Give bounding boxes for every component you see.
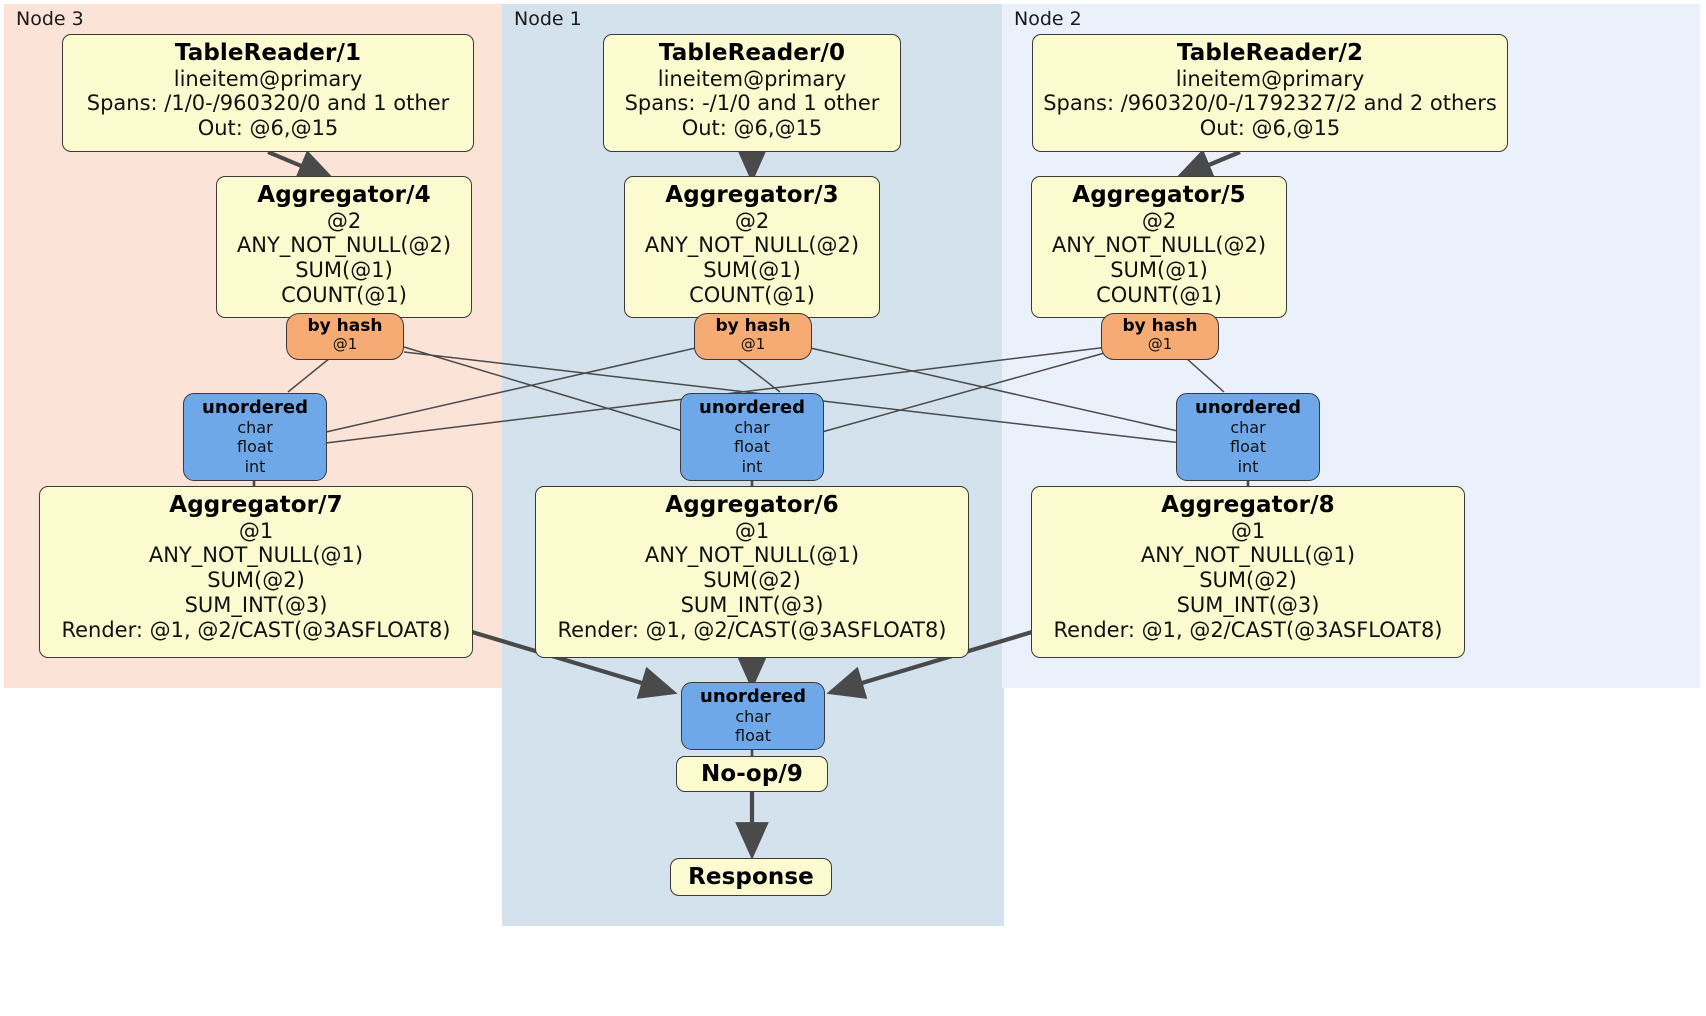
- processor-detail-line: SUM(@2): [207, 568, 305, 593]
- sync-type-line: char: [734, 418, 770, 438]
- processor-aggregator-4[interactable]: Aggregator/4 @2 ANY_NOT_NULL(@2) SUM(@1)…: [216, 176, 472, 318]
- processor-title: Aggregator/3: [665, 182, 839, 208]
- processor-tablereader-0[interactable]: TableReader/0 lineitem@primary Spans: -/…: [603, 34, 901, 152]
- sync-title: unordered: [700, 686, 806, 707]
- sync-type-line: char: [735, 707, 771, 727]
- sync-unordered-left[interactable]: unordered char float int: [183, 393, 327, 481]
- processor-aggregator-7[interactable]: Aggregator/7 @1 ANY_NOT_NULL(@1) SUM(@2)…: [39, 486, 473, 658]
- processor-title: Aggregator/5: [1072, 182, 1246, 208]
- processor-detail-line: ANY_NOT_NULL(@2): [1051, 233, 1267, 258]
- processor-detail-line: Spans: /960320/0-/1792327/2 and 2 others: [1043, 91, 1497, 116]
- processor-detail-line: SUM(@1): [1110, 258, 1208, 283]
- processor-detail-line: SUM_INT(@3): [680, 592, 824, 617]
- sync-type-line: char: [1230, 418, 1266, 438]
- sync-type-line: char: [237, 418, 273, 438]
- router-detail-line: @1: [740, 335, 766, 354]
- processor-detail-line: @1: [238, 518, 274, 543]
- sync-type-line: float: [734, 437, 770, 457]
- processor-title: TableReader/2: [1176, 40, 1364, 66]
- processor-detail-line: @1: [734, 518, 770, 543]
- sync-unordered-center[interactable]: unordered char float int: [680, 393, 824, 481]
- processor-detail-line: COUNT(@1): [1096, 282, 1222, 307]
- processor-detail-line: SUM(@2): [703, 568, 801, 593]
- processor-detail-line: ANY_NOT_NULL(@2): [644, 233, 860, 258]
- processor-render-line: Render: @1, @2/CAST(@3ASFLOAT8): [61, 617, 451, 642]
- sync-title: unordered: [699, 397, 805, 418]
- processor-title: Response: [688, 863, 814, 890]
- processor-title: TableReader/1: [174, 40, 362, 66]
- sync-unordered-final[interactable]: unordered char float: [681, 682, 825, 750]
- processor-title: Aggregator/6: [665, 492, 839, 518]
- sync-type-line: int: [1237, 456, 1259, 476]
- router-title: by hash: [1122, 316, 1198, 336]
- processor-tablereader-2[interactable]: TableReader/2 lineitem@primary Spans: /9…: [1032, 34, 1508, 152]
- processor-detail-line: SUM_INT(@3): [184, 592, 328, 617]
- processor-title: Aggregator/4: [257, 182, 431, 208]
- sync-title: unordered: [1195, 397, 1301, 418]
- sync-type-line: int: [741, 456, 763, 476]
- panel-node2-label: Node 2: [1014, 8, 1082, 30]
- processor-detail-line: SUM(@1): [295, 258, 393, 283]
- processor-detail-line: SUM_INT(@3): [1176, 592, 1320, 617]
- processor-detail-line: COUNT(@1): [689, 282, 815, 307]
- processor-detail-line: @1: [1230, 518, 1266, 543]
- processor-detail-line: lineitem@primary: [657, 66, 847, 91]
- processor-detail-line: Out: @6,@15: [197, 116, 339, 141]
- router-by-hash-right[interactable]: by hash @1: [1101, 313, 1219, 360]
- processor-detail-line: @2: [326, 208, 362, 233]
- processor-title: TableReader/0: [658, 40, 846, 66]
- processor-detail-line: ANY_NOT_NULL(@1): [148, 543, 364, 568]
- processor-detail-line: @2: [734, 208, 770, 233]
- sync-type-line: float: [735, 726, 771, 746]
- processor-detail-line: Out: @6,@15: [681, 116, 823, 141]
- router-title: by hash: [715, 316, 791, 336]
- router-by-hash-left[interactable]: by hash @1: [286, 313, 404, 360]
- sync-type-line: float: [1230, 437, 1266, 457]
- processor-aggregator-6[interactable]: Aggregator/6 @1 ANY_NOT_NULL(@1) SUM(@2)…: [535, 486, 969, 658]
- processor-render-line: Render: @1, @2/CAST(@3ASFLOAT8): [1053, 617, 1443, 642]
- processor-detail-line: lineitem@primary: [173, 66, 363, 91]
- processor-noop-9[interactable]: No-op/9: [676, 756, 828, 792]
- processor-aggregator-8[interactable]: Aggregator/8 @1 ANY_NOT_NULL(@1) SUM(@2)…: [1031, 486, 1465, 658]
- processor-title: No-op/9: [701, 760, 803, 787]
- processor-detail-line: SUM(@1): [703, 258, 801, 283]
- processor-aggregator-5[interactable]: Aggregator/5 @2 ANY_NOT_NULL(@2) SUM(@1)…: [1031, 176, 1287, 318]
- sync-unordered-right[interactable]: unordered char float int: [1176, 393, 1320, 481]
- processor-detail-line: lineitem@primary: [1175, 66, 1365, 91]
- processor-detail-line: ANY_NOT_NULL(@2): [236, 233, 452, 258]
- processor-detail-line: ANY_NOT_NULL(@1): [644, 543, 860, 568]
- processor-detail-line: ANY_NOT_NULL(@1): [1140, 543, 1356, 568]
- processor-detail-line: Out: @6,@15: [1199, 116, 1341, 141]
- processor-tablereader-1[interactable]: TableReader/1 lineitem@primary Spans: /1…: [62, 34, 474, 152]
- processor-title: Aggregator/7: [169, 492, 343, 518]
- processor-detail-line: Spans: -/1/0 and 1 other: [624, 91, 880, 116]
- processor-response[interactable]: Response: [670, 858, 832, 896]
- router-by-hash-center[interactable]: by hash @1: [694, 313, 812, 360]
- processor-detail-line: Spans: /1/0-/960320/0 and 1 other: [86, 91, 450, 116]
- router-title: by hash: [307, 316, 383, 336]
- router-detail-line: @1: [332, 335, 358, 354]
- sync-type-line: int: [244, 456, 266, 476]
- processor-detail-line: SUM(@2): [1199, 568, 1297, 593]
- processor-detail-line: COUNT(@1): [281, 282, 407, 307]
- sync-type-line: float: [237, 437, 273, 457]
- router-detail-line: @1: [1147, 335, 1173, 354]
- sync-title: unordered: [202, 397, 308, 418]
- panel-node1-label: Node 1: [514, 8, 582, 30]
- processor-detail-line: @2: [1141, 208, 1177, 233]
- processor-render-line: Render: @1, @2/CAST(@3ASFLOAT8): [557, 617, 947, 642]
- processor-title: Aggregator/8: [1161, 492, 1335, 518]
- processor-aggregator-3[interactable]: Aggregator/3 @2 ANY_NOT_NULL(@2) SUM(@1)…: [624, 176, 880, 318]
- panel-node3-label: Node 3: [16, 8, 84, 30]
